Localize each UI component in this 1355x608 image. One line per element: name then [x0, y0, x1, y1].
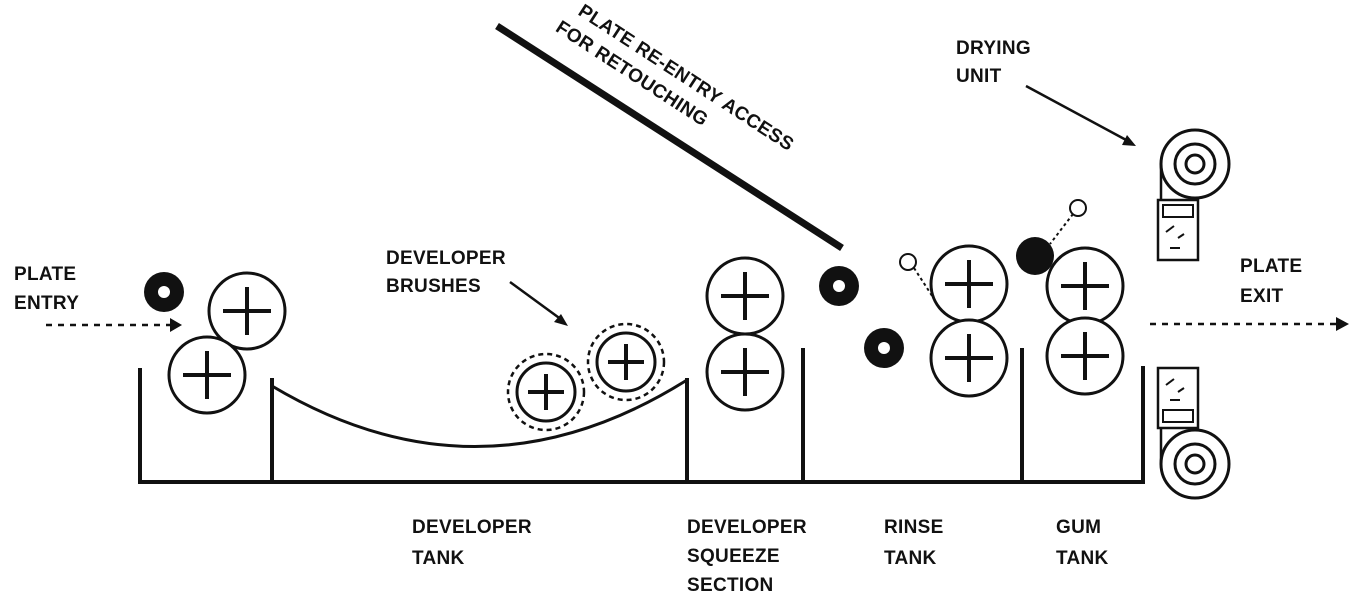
label-gum-tank-line-2: TANK [1056, 548, 1109, 569]
drying-unit-upper [1156, 128, 1231, 262]
label-plate-reentry: PLATE RE-ENTRY ACCESS FOR RETOUCHING [552, 0, 802, 180]
squeeze-roller-lower [705, 332, 785, 412]
label-plate-entry: PLATE ENTRY [14, 264, 82, 314]
label-developer-squeeze-line-2: SQUEEZE [687, 546, 780, 567]
label-developer-brushes: DEVELOPER BRUSHES [386, 248, 512, 297]
entry-small-roller [144, 272, 184, 312]
guide-roller-lower [864, 328, 904, 368]
developer-brushes-arrow [509, 280, 568, 326]
rinse-roller-lower [929, 318, 1009, 398]
label-rinse-tank: RINSE TANK [884, 517, 949, 569]
tank-outline [138, 348, 1145, 484]
developer-brush-2 [586, 322, 666, 402]
label-plate-exit: PLATE EXIT [1240, 256, 1308, 307]
label-plate-entry-line-1: PLATE [14, 264, 76, 285]
label-developer-tank-line-2: TANK [412, 548, 465, 569]
drying-unit-lower [1156, 366, 1231, 500]
gum-roller-upper [1045, 246, 1125, 326]
label-plate-reentry-line-1: PLATE RE-ENTRY ACCESS [574, 1, 797, 156]
label-plate-exit-line-1: PLATE [1240, 256, 1302, 277]
label-developer-brushes-line-2: BRUSHES [386, 276, 481, 297]
label-plate-entry-line-2: ENTRY [14, 293, 79, 314]
label-drying-unit-line-2: UNIT [956, 66, 1002, 87]
label-developer-squeeze-line-1: DEVELOPER [687, 517, 807, 538]
label-rinse-tank-line-1: RINSE [884, 517, 944, 538]
label-gum-tank-line-1: GUM [1056, 517, 1101, 538]
label-developer-squeeze-line-3: SECTION [687, 575, 774, 596]
label-drying-unit: DRYING UNIT [956, 38, 1037, 87]
drying-unit-arrow [1025, 84, 1136, 146]
label-developer-tank: DEVELOPER TANK [412, 517, 538, 569]
plate-entry-arrow [46, 318, 182, 332]
developer-brush-1 [506, 352, 586, 432]
entry-roller-upper [207, 271, 287, 351]
entry-roller-lower [167, 335, 247, 415]
label-developer-tank-line-1: DEVELOPER [412, 517, 532, 538]
gum-applicator [1016, 199, 1087, 275]
guide-roller-upper [819, 266, 859, 306]
rinse-spray-nozzle [899, 253, 941, 309]
label-rinse-tank-line-2: TANK [884, 548, 937, 569]
rinse-roller-upper [929, 244, 1009, 324]
label-gum-tank: GUM TANK [1056, 517, 1109, 569]
reentry-access-bar [495, 23, 844, 251]
plate-exit-arrow [1150, 317, 1349, 331]
label-developer-squeeze-section: DEVELOPER SQUEEZE SECTION [687, 517, 813, 596]
label-drying-unit-line-1: DRYING [956, 38, 1031, 59]
label-plate-exit-line-2: EXIT [1240, 286, 1284, 307]
gum-roller-lower [1045, 316, 1125, 396]
label-developer-brushes-line-1: DEVELOPER [386, 248, 506, 269]
squeeze-roller-upper [705, 256, 785, 336]
